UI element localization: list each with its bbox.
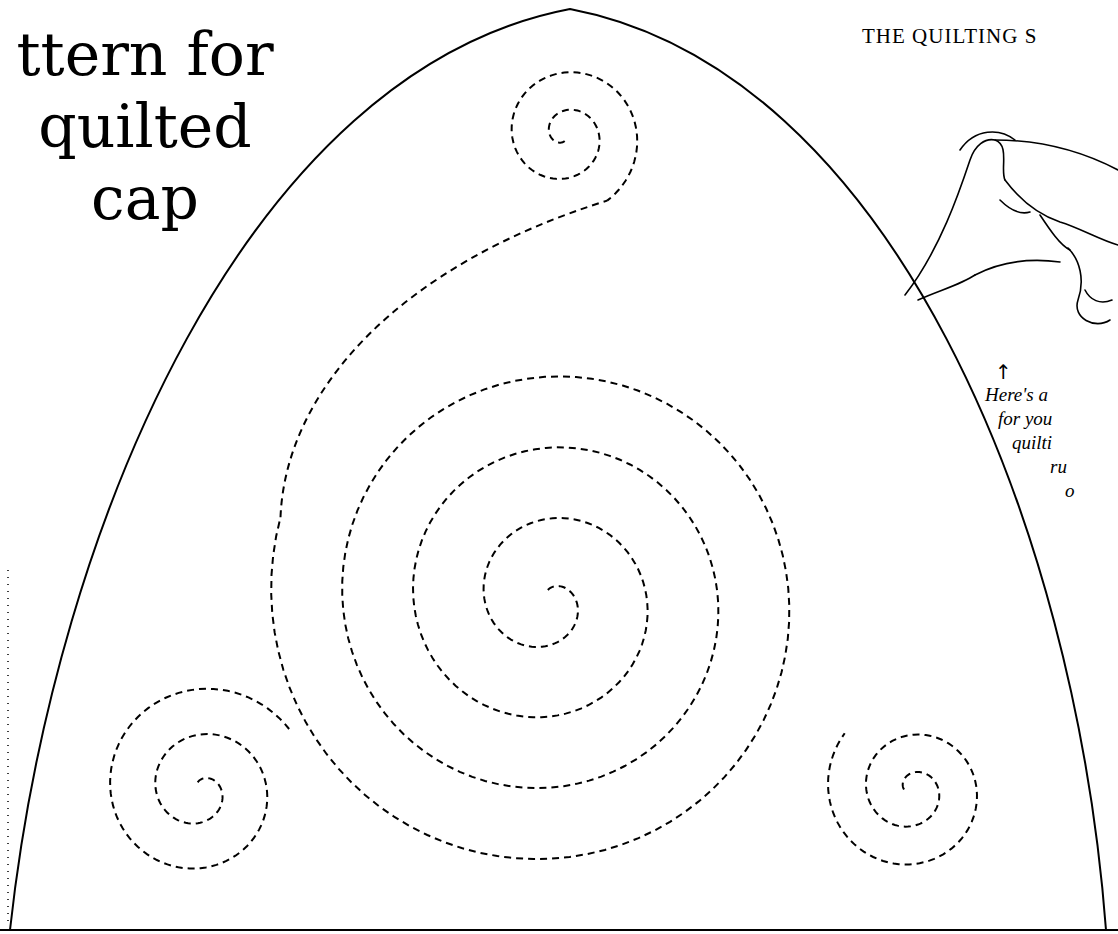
connecting-line [281, 201, 608, 518]
fold-line [7, 570, 9, 926]
hand-illustration [905, 132, 1118, 324]
note-text: o [1065, 480, 1075, 502]
hand-back [995, 140, 1118, 170]
note-text: for you [998, 408, 1052, 430]
note-text: ru [1050, 456, 1067, 478]
spiral-line [110, 689, 289, 869]
note-text: Here's a [985, 384, 1048, 406]
spiral-line [828, 733, 977, 864]
title: ttern for quilted cap [0, 18, 290, 234]
note-text: quilti [1012, 432, 1052, 454]
knuckle [1000, 200, 1030, 213]
spiral-line [512, 72, 638, 200]
thread [975, 261, 1060, 275]
finger [1040, 215, 1070, 250]
section-heading: THE QUILTING S [862, 24, 1037, 49]
thimble [1085, 290, 1112, 302]
thread [918, 275, 975, 300]
spiral-line [271, 376, 789, 859]
base-line [0, 929, 1118, 931]
wrist [905, 140, 1005, 295]
quilting-lines [110, 72, 977, 868]
finger [1068, 248, 1110, 324]
pointer-arrow: ↑ [995, 360, 1012, 384]
